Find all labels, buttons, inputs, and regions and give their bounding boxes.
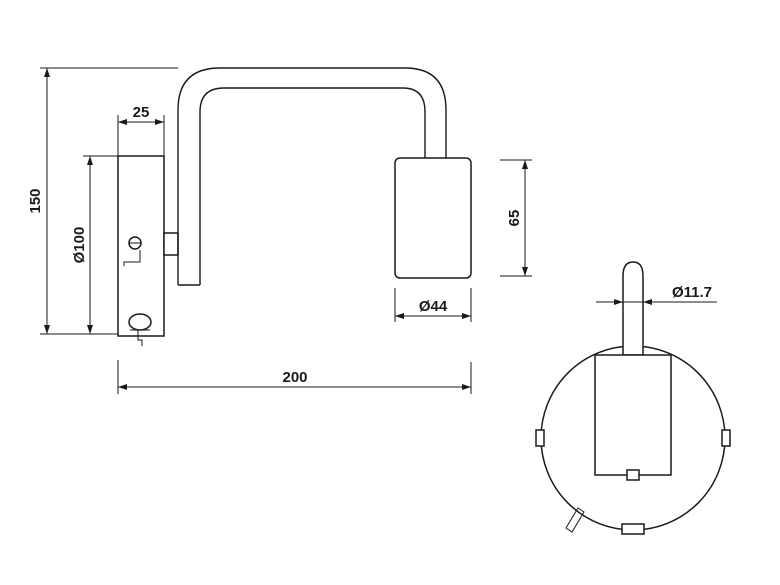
dim-label-depth: 25 (133, 104, 150, 121)
dim-label-height: 150 (27, 188, 44, 213)
mount-tab (626, 469, 640, 481)
dim-label-arm-diameter: Ø11.7 (672, 284, 712, 301)
side-knob-right (721, 429, 731, 447)
wire-detail (123, 250, 141, 266)
front-view: Ø11.7 (535, 261, 731, 535)
arrow-head (87, 156, 93, 165)
arrow-head (87, 325, 93, 334)
arrow-head (462, 313, 471, 319)
arm-connector (163, 232, 179, 256)
side-knob-left (535, 429, 545, 447)
switch-toggle-icon (565, 507, 585, 533)
dim-label-head-height: 65 (506, 210, 523, 227)
arrow-head (44, 325, 50, 334)
arm-mount-block (594, 354, 672, 476)
bottom-connector (621, 523, 645, 535)
arrow-head (522, 267, 528, 276)
arrow-head (614, 299, 623, 305)
arrow-head (462, 384, 471, 390)
arm-outer (177, 67, 447, 285)
arrow-head (118, 119, 127, 125)
switch-knob-icon (128, 313, 152, 331)
side-view: 150 Ø100 25 200 65 Ø44 (27, 67, 532, 394)
arrow-head (522, 160, 528, 169)
dim-label-head-diameter: Ø44 (419, 298, 448, 315)
arrow-head (44, 68, 50, 77)
arrow-head (395, 313, 404, 319)
arm-rod (622, 261, 644, 356)
dim-label-length: 200 (282, 369, 307, 386)
switch-lever (130, 329, 150, 346)
arrow-head (155, 119, 164, 125)
lamp-head (394, 157, 472, 279)
arm-inner (199, 87, 426, 285)
arrow-head (643, 299, 652, 305)
dim-label-base-diameter: Ø100 (71, 227, 88, 264)
arrow-head (118, 384, 127, 390)
